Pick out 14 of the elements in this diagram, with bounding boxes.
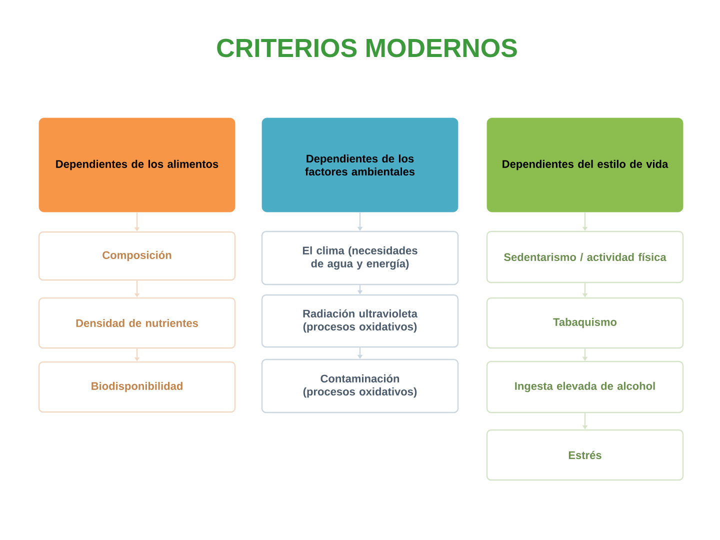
item-box: Estrés (486, 429, 684, 481)
item-box: Composición (38, 231, 236, 281)
category-box: Dependientes de los alimentos (38, 118, 236, 212)
title: CRITERIOS MODERNOS (217, 38, 517, 58)
category-box: Dependientes del estilo de vida (486, 118, 684, 212)
item-box: Contaminación (procesos oxidativos) (261, 358, 459, 414)
item-box: Ingesta elevada de alcohol (486, 360, 684, 414)
item-box: Biodisponibilidad (38, 361, 236, 413)
item-box: Tabaquismo (486, 297, 684, 349)
category-box: Dependientes de los factores ambientales (262, 118, 458, 212)
item-box: Densidad de nutrientes (38, 297, 236, 349)
item-box: El clima (necesidades de agua y energía) (261, 230, 459, 286)
item-box: Sedentarismo / actividad física (486, 230, 684, 284)
item-box: Radiación ultravioleta (procesos oxidativos) (261, 294, 459, 348)
